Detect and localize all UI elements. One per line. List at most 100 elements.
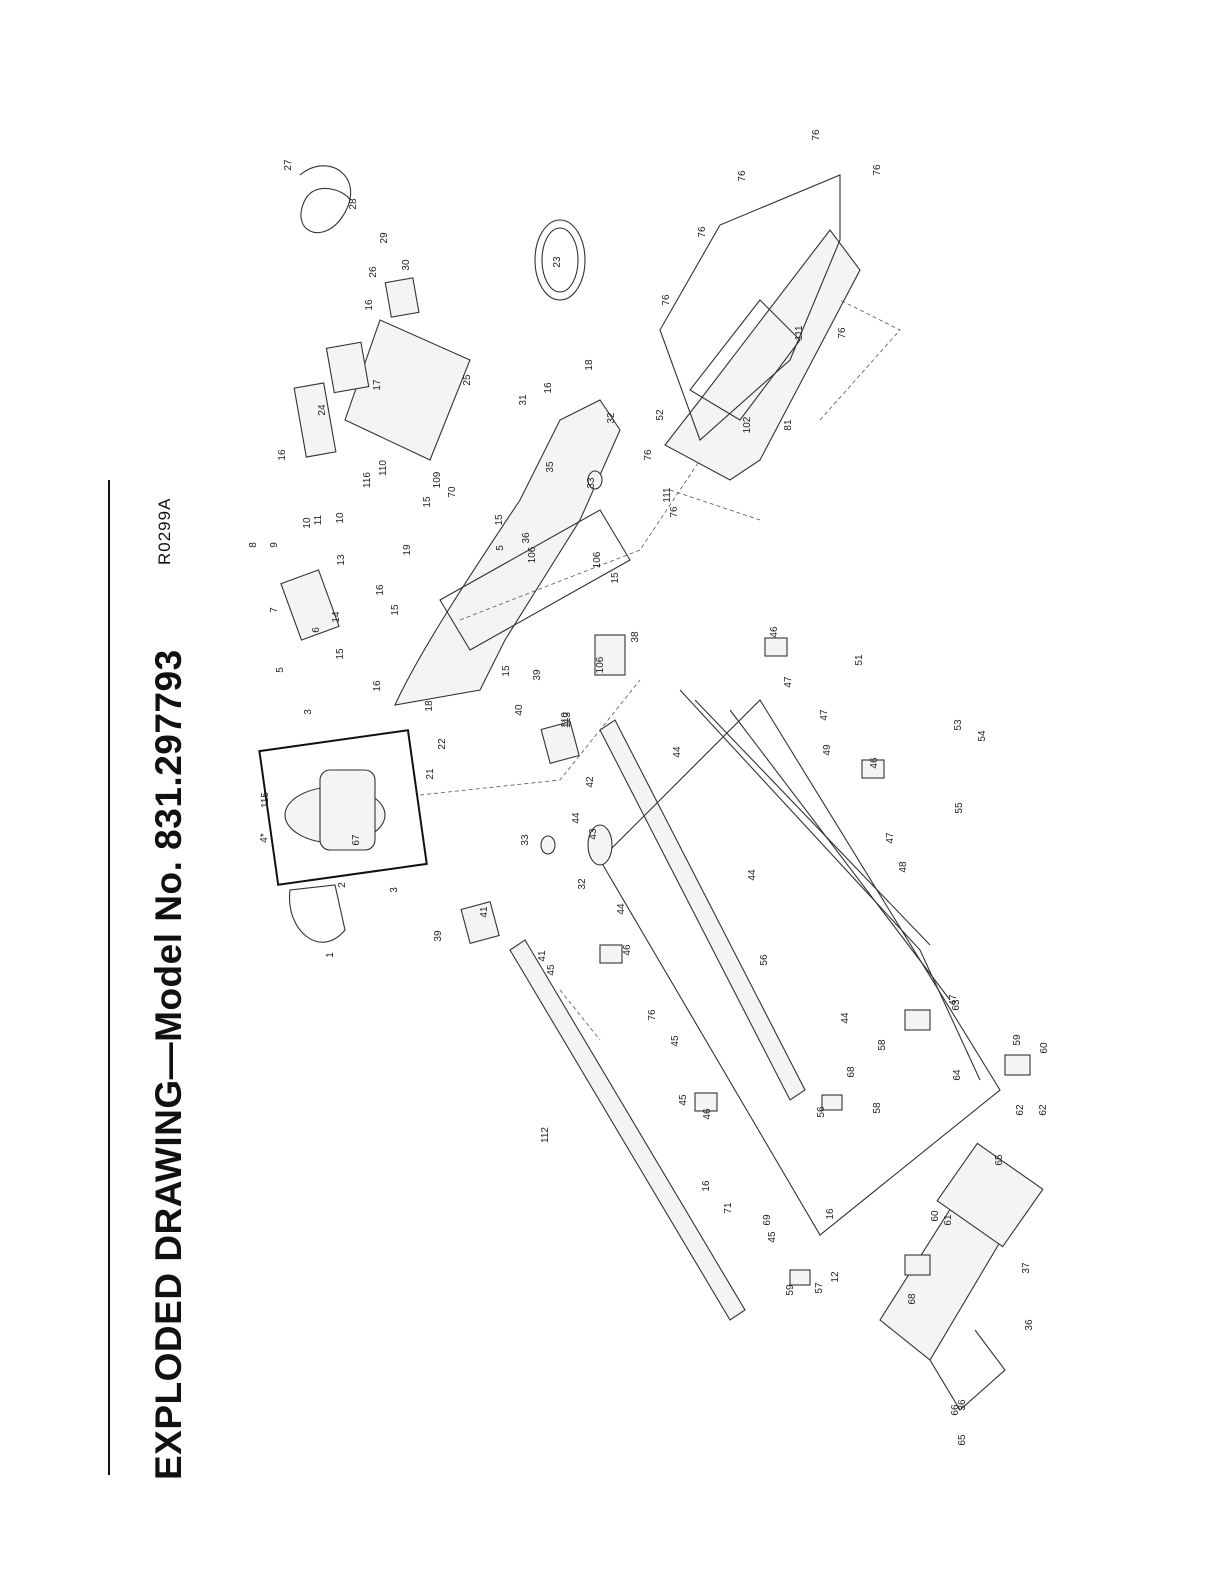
part-callout: 63 [951, 999, 962, 1011]
part-callout: 49 [822, 744, 833, 756]
part-callout: 45 [678, 1094, 689, 1106]
part-callout: 76 [811, 129, 822, 141]
part-callout: 37 [1021, 1262, 1032, 1274]
part-callout: 57 [814, 1282, 825, 1294]
part-callout: 23 [552, 256, 563, 268]
part-callout: 76 [697, 226, 708, 238]
part-callout: 16 [825, 1208, 836, 1220]
part-callout: 46 [769, 626, 780, 638]
part-callout: 25 [462, 374, 473, 386]
part-callout: 41 [479, 906, 490, 918]
part-callout: 27 [283, 159, 294, 171]
part-callout: 62 [1015, 1104, 1026, 1116]
title-rule [108, 480, 110, 1475]
part-callout: 6 [311, 627, 322, 633]
part-callout: 4* [259, 833, 270, 843]
part-callout: 21 [425, 768, 436, 780]
part-callout: 53 [953, 719, 964, 731]
part-callout: 58 [877, 1039, 888, 1051]
part-callout: 64 [952, 1069, 963, 1081]
part-callout: 13 [336, 554, 347, 566]
part-callout: 46 [702, 1108, 713, 1120]
part-callout: 51 [854, 654, 865, 666]
part-callout: 47 [948, 994, 959, 1006]
part-callout: 44 [747, 869, 758, 881]
part-callout: 16 [277, 449, 288, 461]
part-callout: 111 [794, 325, 805, 341]
part-callout: 9 [269, 542, 280, 548]
part-callout: 47 [783, 676, 794, 688]
part-callout: 39 [433, 930, 444, 942]
part-callout: 43 [588, 828, 599, 840]
part-callout: 106 [527, 546, 538, 563]
part-callout: 46 [622, 944, 633, 956]
part-callout: 76 [643, 449, 654, 461]
part-callout: 109 [432, 471, 443, 488]
part-callout: 70 [447, 486, 458, 498]
part-callout: 28 [348, 198, 359, 210]
part-callout: 58 [872, 1102, 883, 1114]
part-callout: 52 [655, 409, 666, 421]
part-callout: 10 [302, 517, 313, 529]
part-callout: 33 [520, 834, 531, 846]
part-callout: 5 [495, 545, 506, 551]
part-callout: 55 [954, 802, 965, 814]
part-callout: 59 [785, 1284, 796, 1296]
part-callout: 71 [723, 1202, 734, 1214]
part-callout: 76 [661, 294, 672, 306]
part-callout: 60 [930, 1210, 941, 1222]
part-callout: 44 [840, 1012, 851, 1024]
part-callout: 76 [647, 1009, 658, 1021]
part-callout: 110 [378, 460, 389, 476]
part-callout: 3 [389, 887, 400, 893]
part-callout: 17 [372, 379, 383, 391]
part-callout: 76 [669, 506, 680, 518]
part-callout: 62 [1038, 1104, 1049, 1116]
part-callout: 76 [872, 164, 883, 176]
part-callout: 3 [303, 709, 314, 715]
part-callout: 106 [595, 656, 606, 673]
part-callout: 22 [437, 738, 448, 750]
part-callout: 33 [586, 477, 597, 489]
part-callout: 112 [540, 1127, 551, 1143]
part-callout: 16 [701, 1180, 712, 1192]
part-callout: 35 [545, 461, 556, 473]
part-callout: 60 [1039, 1042, 1050, 1054]
part-callout: 18 [424, 700, 435, 712]
part-callout: 16 [543, 382, 554, 394]
part-callout: 29 [379, 232, 390, 244]
treadmill-parts-art [258, 165, 1044, 1411]
part-callout: 69 [762, 1214, 773, 1226]
part-callout: 8 [248, 542, 259, 548]
part-callout: 16 [364, 299, 375, 311]
part-callout: 40 [514, 704, 525, 716]
part-callout: 45 [767, 1231, 778, 1243]
part-callout: 59 [1012, 1034, 1023, 1046]
part-callout: 16 [372, 680, 383, 692]
part-callout: 65 [957, 1434, 968, 1446]
part-callout: 31 [518, 394, 529, 406]
part-callout: 76 [737, 170, 748, 182]
part-callout: 5 [275, 667, 286, 673]
part-callout: 65 [994, 1154, 1005, 1166]
part-callout: 47 [819, 709, 830, 721]
part-callout: 15 [494, 514, 505, 526]
part-callout: 18 [584, 359, 595, 371]
part-callout: 113 [562, 712, 573, 728]
part-callout: 61 [943, 1214, 954, 1226]
part-callout: 102 [742, 416, 753, 433]
part-callout: 54 [977, 730, 988, 742]
part-callout: 26 [368, 266, 379, 278]
part-callout: 12 [830, 1271, 841, 1283]
part-callout: 15 [501, 665, 512, 677]
part-callout: 42 [585, 776, 596, 788]
part-callout: 56 [759, 954, 770, 966]
part-callout: 38 [630, 631, 641, 643]
part-callout: 81 [783, 419, 794, 431]
part-callout: 15 [390, 604, 401, 616]
part-callout: 30 [401, 259, 412, 271]
part-callout: 14 [331, 611, 342, 623]
part-callout: 110 [560, 712, 571, 728]
